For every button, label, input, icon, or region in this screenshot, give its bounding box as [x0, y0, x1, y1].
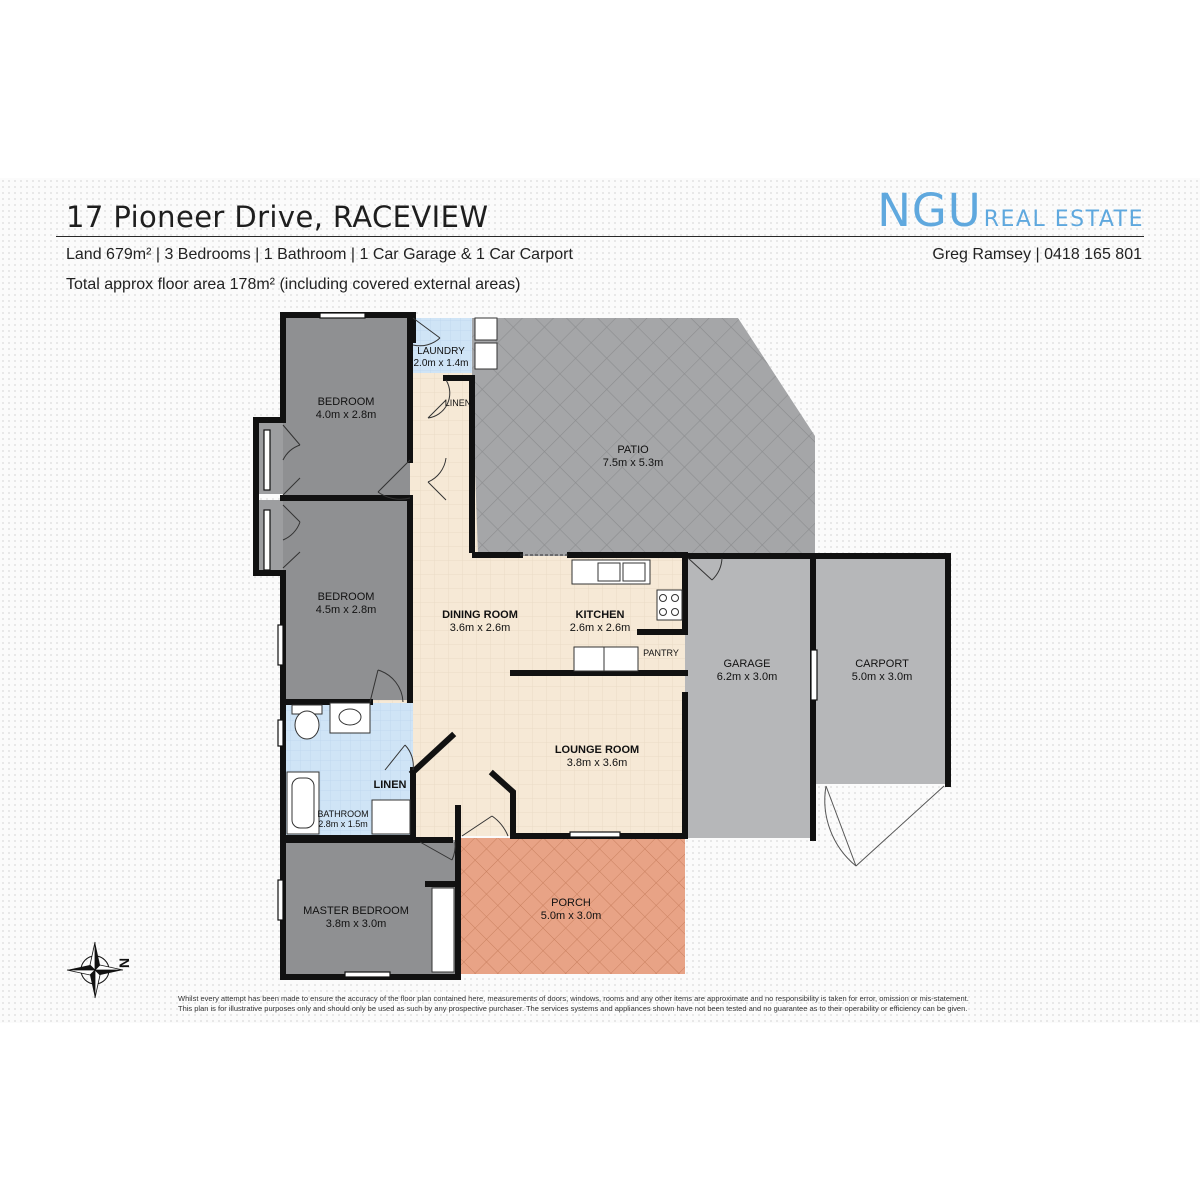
- property-address-title: 17 Pioneer Drive, RACEVIEW: [66, 200, 489, 234]
- carport-gate: [825, 785, 945, 867]
- agency-logo-suffix: REAL ESTATE: [983, 207, 1144, 232]
- bathroom-size: 2.8m x 1.5m: [318, 819, 368, 829]
- burner: [671, 594, 679, 602]
- hall-diagonal-wall: [408, 731, 457, 777]
- disclaimer-line-2: This plan is for illustrative purposes o…: [178, 1004, 968, 1013]
- master-window-west: [277, 879, 284, 921]
- kitchen-sink-bowl-1: [597, 562, 621, 582]
- agency-logo-name: NGU: [877, 184, 982, 237]
- kitchen-sink-bowl-2: [622, 562, 646, 582]
- bedroom1-side-window: [263, 429, 271, 491]
- outer-wall-west: [253, 312, 461, 980]
- toilet-bowl: [294, 710, 320, 740]
- bedroom1-robe-door: [282, 424, 301, 461]
- compass-north-label: N: [116, 958, 132, 968]
- lounge-label: LOUNGE ROOM: [555, 744, 639, 756]
- bedroom1-size: 4.0m x 2.8m: [316, 409, 377, 421]
- bath-window: [277, 719, 284, 747]
- carport-size: 5.0m x 3.0m: [852, 671, 913, 683]
- bedroom1-robe-door-b: [282, 477, 301, 496]
- bedroom1-window: [319, 312, 366, 319]
- windows: [263, 312, 818, 978]
- linen-cupboard-wall: [443, 375, 475, 553]
- header-divider: [56, 236, 1144, 237]
- bathroom-label: BATHROOM: [317, 809, 368, 819]
- fridge: [573, 646, 605, 672]
- vanity-basin: [338, 708, 362, 726]
- entry-door: [461, 815, 509, 837]
- porch-size: 5.0m x 3.0m: [541, 910, 602, 922]
- master-wardrobe: [431, 887, 455, 973]
- porch-label: PORCH: [551, 897, 591, 909]
- bedroom2-size: 4.5m x 2.8m: [316, 604, 377, 616]
- linen-lower-label: LINEN: [374, 779, 407, 791]
- linen-upper-label: LINEN: [445, 398, 472, 408]
- lounge-size: 3.8m x 3.6m: [567, 757, 628, 769]
- laundry-sink: [474, 342, 498, 370]
- bedroom2-robe-door-b: [282, 551, 301, 569]
- master-label: MASTER BEDROOM: [303, 905, 409, 917]
- patio-size: 7.5m x 5.3m: [603, 457, 664, 469]
- garage-size: 6.2m x 3.0m: [717, 671, 778, 683]
- burner: [659, 594, 667, 602]
- agency-logo: NGUREAL ESTATE: [877, 184, 1144, 237]
- bathtub-inner: [291, 777, 315, 829]
- linen-door-1: [427, 379, 451, 419]
- agent-contact: Greg Ramsey | 0418 165 801: [932, 246, 1142, 263]
- cooktop: [656, 589, 683, 621]
- master-floor: [283, 840, 458, 974]
- bedroom2-robe-door: [282, 504, 301, 541]
- compass-rose-icon: N: [66, 941, 132, 999]
- carport-gate-arc: [824, 785, 857, 867]
- shower: [371, 799, 411, 835]
- kitchen-bench: [603, 646, 639, 672]
- patio-floor: [472, 318, 815, 556]
- lounge-west-stub: [488, 769, 516, 839]
- bedroom1-door: [377, 459, 411, 500]
- dining-label: DINING ROOM: [442, 609, 518, 621]
- garage-window: [810, 649, 818, 701]
- fixtures: [286, 317, 683, 973]
- kitchen-size: 2.6m x 2.6m: [570, 622, 631, 634]
- room-labels: LAUNDRY 2.0m x 1.4m LINEN BEDROOM 4.0m x…: [303, 346, 912, 930]
- laundry-size: 2.0m x 1.4m: [413, 358, 468, 369]
- bedroom2-window: [277, 624, 284, 666]
- laundry-door: [412, 317, 441, 347]
- laundry-label: LAUNDRY: [417, 346, 465, 357]
- pantry-label: PANTRY: [643, 648, 679, 658]
- garage-door: [687, 557, 723, 581]
- master-window-south: [344, 971, 391, 978]
- carport-floor: [815, 556, 948, 784]
- burner: [659, 608, 667, 616]
- garage-floor: [685, 556, 813, 838]
- disclaimer-line-1: Whilst every attempt has been made to en…: [178, 994, 969, 1003]
- disclaimer: Whilst every attempt has been made to en…: [178, 994, 1078, 1014]
- property-summary: Land 679m² | 3 Bedrooms | 1 Bathroom | 1…: [66, 246, 573, 263]
- master-size: 3.8m x 3.0m: [326, 918, 387, 930]
- dining-size: 3.6m x 2.6m: [450, 622, 511, 634]
- burner: [671, 608, 679, 616]
- bedroom2-door: [369, 669, 404, 703]
- patio-label: PATIO: [617, 444, 649, 456]
- bedroom1-floor: [283, 318, 410, 496]
- door-swings: [282, 317, 945, 867]
- carport-wall: [719, 553, 951, 787]
- linen-door-2: [427, 457, 447, 501]
- floor-area-note: Total approx floor area 178m² (including…: [66, 276, 521, 293]
- laundry-tub: [474, 317, 498, 341]
- bath-door: [384, 744, 414, 771]
- bedroom2-label: BEDROOM: [318, 591, 375, 603]
- garage-label: GARAGE: [723, 658, 770, 670]
- bedroom2-floor: [283, 500, 410, 700]
- bedroom1-label: BEDROOM: [318, 396, 375, 408]
- carport-label: CARPORT: [855, 658, 909, 670]
- kitchen-label: KITCHEN: [576, 609, 625, 621]
- porch-floor: [460, 838, 685, 974]
- bedroom2-side-window: [263, 509, 271, 571]
- master-door: [419, 841, 456, 861]
- lounge-window: [569, 831, 621, 838]
